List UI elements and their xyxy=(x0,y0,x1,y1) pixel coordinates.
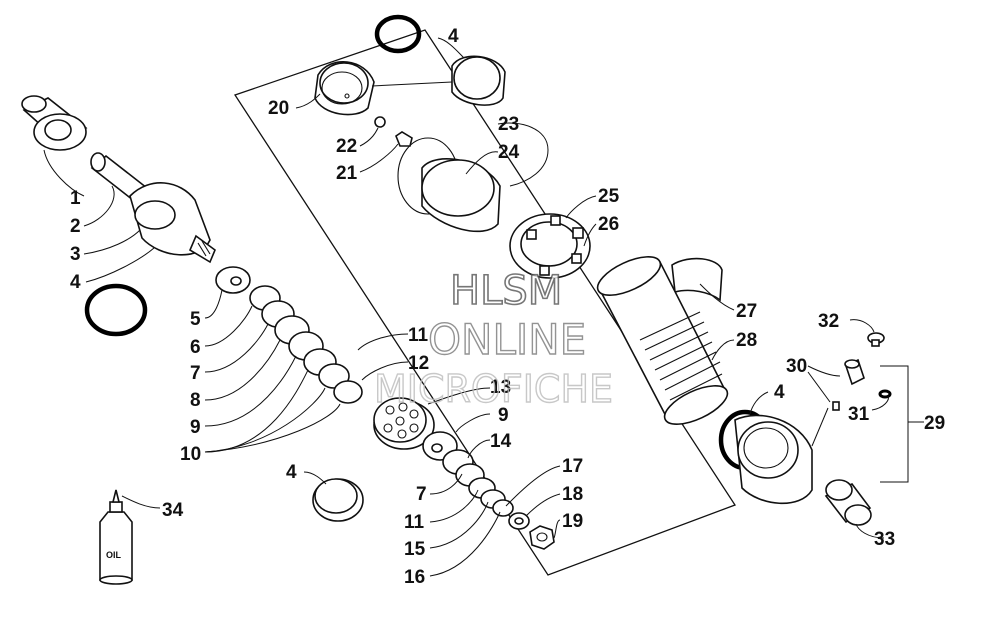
callout-14: 14 xyxy=(490,431,512,452)
callout-23: 23 xyxy=(498,114,519,135)
callout-9: 9 xyxy=(190,417,201,438)
callout-4: 4 xyxy=(286,462,297,483)
callout-16: 16 xyxy=(404,567,425,588)
part-31-oring xyxy=(878,389,892,399)
callout-8: 8 xyxy=(190,390,201,411)
callout-22: 22 xyxy=(336,136,357,157)
callout-5: 5 xyxy=(190,309,201,330)
callout-2: 2 xyxy=(70,216,81,237)
part-13-piston xyxy=(373,397,435,450)
callout-24: 24 xyxy=(498,142,520,163)
callout-26: 26 xyxy=(598,214,619,235)
callout-19: 19 xyxy=(562,511,583,532)
part-1-bushing xyxy=(21,95,88,151)
watermark-line-1: HLSM xyxy=(450,268,562,314)
part-4-band-top xyxy=(451,55,506,106)
part-4-piston-band xyxy=(312,478,364,522)
callout-3: 3 xyxy=(70,244,81,265)
part-3-shaft-eye xyxy=(129,182,216,264)
callout-32: 32 xyxy=(818,311,839,332)
watermark-line-2: ONLINE xyxy=(428,315,586,364)
part-30-valve-core xyxy=(832,401,840,411)
part-33-bushing xyxy=(824,479,872,526)
part-20-seal-head xyxy=(314,61,375,116)
part-21-valve xyxy=(395,131,413,147)
lower-body-eye xyxy=(734,414,813,505)
callouts: 1 2 3 4 4 4 4 5 6 7 7 8 9 9 10 11 11 12 … xyxy=(70,26,945,588)
callout-7: 7 xyxy=(416,484,427,505)
callout-20: 20 xyxy=(268,98,289,119)
part-27-retainer xyxy=(671,257,723,302)
part-34-oil-bottle: OIL xyxy=(99,489,133,585)
part-4-oring-top xyxy=(374,14,422,54)
callout-28: 28 xyxy=(736,330,757,351)
callout-11: 11 xyxy=(404,512,425,533)
callout-9: 9 xyxy=(498,405,509,426)
callout-13: 13 xyxy=(490,377,511,398)
callout-25: 25 xyxy=(598,186,620,207)
part-19-nut xyxy=(529,525,555,550)
callout-31: 31 xyxy=(848,404,870,425)
callout-4: 4 xyxy=(448,26,459,47)
callout-4: 4 xyxy=(70,272,81,293)
callout-11: 11 xyxy=(408,325,429,346)
callout-12: 12 xyxy=(408,353,429,374)
part-28-body xyxy=(596,256,729,425)
part-18-washer xyxy=(508,512,530,530)
part-25-spring-collar xyxy=(509,213,591,279)
part-24-bladder xyxy=(421,158,501,233)
watermark-line-3: MICROFICHE xyxy=(374,367,613,411)
callout-27: 27 xyxy=(736,301,757,322)
callout-29: 29 xyxy=(924,413,945,434)
part-22-ball xyxy=(374,116,386,128)
callout-7: 7 xyxy=(190,363,201,384)
shim-stack xyxy=(215,266,363,404)
watermark: HLSM ONLINE MICROFICHE xyxy=(373,267,613,412)
callout-30: 30 xyxy=(786,356,807,377)
callout-18: 18 xyxy=(562,484,583,505)
part-30-valve-body xyxy=(844,358,865,386)
part-29-bracket xyxy=(880,365,924,483)
oil-bottle-label: OIL xyxy=(106,550,122,560)
callout-15: 15 xyxy=(404,539,426,560)
callout-33: 33 xyxy=(874,529,895,550)
callout-34: 34 xyxy=(162,500,184,521)
callout-21: 21 xyxy=(336,163,358,184)
callout-6: 6 xyxy=(190,337,201,358)
callout-4: 4 xyxy=(774,382,785,403)
callout-10: 10 xyxy=(180,444,201,465)
callout-1: 1 xyxy=(70,188,81,209)
exploded-view-frame xyxy=(233,29,736,576)
part-32-screw xyxy=(867,332,885,347)
leader-lines xyxy=(43,37,889,577)
lower-shim-stack xyxy=(422,431,514,517)
part-4-oring-left xyxy=(84,283,148,337)
callout-17: 17 xyxy=(562,456,583,477)
